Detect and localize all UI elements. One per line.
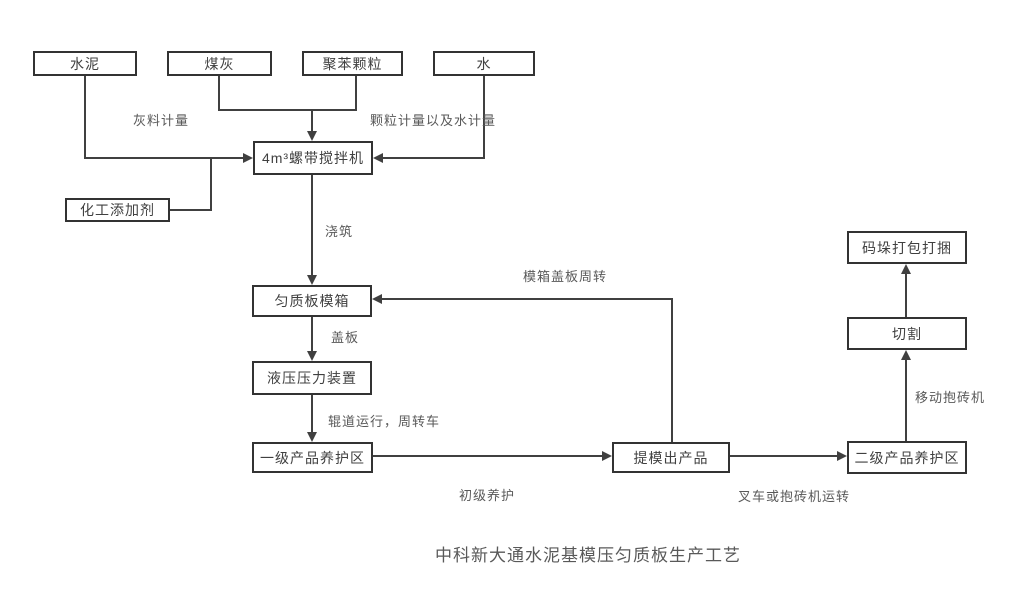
diagram-title: 中科新大通水泥基模压匀质板生产工艺: [435, 546, 741, 565]
edge-cement-right: [84, 157, 245, 159]
edge-label-forklift-transfer: 叉车或抱砖机运转: [738, 489, 851, 504]
edge-additive-right: [170, 209, 212, 211]
node-hydraulic: 液压压力装置: [252, 361, 372, 395]
edge-label-mold-cover-turnover: 模箱盖板周转: [523, 269, 608, 284]
edge-feedback-left: [381, 298, 673, 300]
node-cutting: 切割: [847, 317, 967, 350]
arrowhead-into-mold-box-top: [307, 275, 317, 285]
arrowhead-into-curing1: [307, 432, 317, 442]
edge-label-cover: 盖板: [331, 330, 360, 345]
arrowhead-into-packing: [901, 264, 911, 274]
edge-label-pouring: 浇筑: [325, 224, 354, 239]
edge-mold-box-down: [311, 317, 313, 353]
edge-label-particle-water-metering: 颗粒计量以及水计量: [370, 113, 497, 128]
edge-cutting-up: [905, 273, 907, 317]
arrowhead-into-mixer-top: [307, 131, 317, 141]
edge-label-primary-curing: 初级养护: [459, 488, 516, 503]
node-additive: 化工添加剂: [65, 198, 170, 222]
edge-merge-down: [311, 109, 313, 133]
arrowhead-into-cutting: [901, 350, 911, 360]
edge-label-roller-transfer: 辊道运行，周转车: [328, 414, 441, 429]
node-packing: 码垛打包打捆: [847, 231, 967, 264]
node-demold: 提模出产品: [612, 442, 730, 473]
arrowhead-into-mold-box-right: [372, 294, 382, 304]
node-cement: 水泥: [33, 51, 137, 76]
edge-additive-up: [210, 157, 212, 211]
edge-water-down: [483, 76, 485, 159]
edge-feedback-up: [671, 299, 673, 442]
node-coal-ash: 煤灰: [167, 51, 272, 76]
edge-coal-ash-down: [218, 76, 220, 111]
arrowhead-into-mixer-left: [243, 153, 253, 163]
arrowhead-into-demold: [602, 451, 612, 461]
arrowhead-into-hydraulic: [307, 351, 317, 361]
arrowhead-into-curing2: [837, 451, 847, 461]
edge-cement-down: [84, 76, 86, 158]
edge-demold-right: [730, 455, 839, 457]
arrowhead-into-mixer-right: [373, 153, 383, 163]
edge-curing1-right: [373, 455, 604, 457]
node-curing1: 一级产品养护区: [252, 442, 373, 473]
edge-curing2-up: [905, 359, 907, 441]
edge-mixer-down: [311, 175, 313, 277]
edge-merge-horizontal: [218, 109, 357, 111]
edge-polystyrene-down: [355, 76, 357, 111]
node-polystyrene: 聚苯颗粒: [302, 51, 403, 76]
node-curing2: 二级产品养护区: [847, 441, 967, 474]
edge-label-mobile-clamp: 移动抱砖机: [915, 390, 986, 405]
node-mixer: 4m³螺带搅拌机: [253, 141, 373, 175]
node-mold-box: 匀质板模箱: [252, 285, 372, 317]
edge-label-ash-metering: 灰料计量: [133, 113, 190, 128]
edge-water-left: [383, 157, 485, 159]
edge-hydraulic-down: [311, 395, 313, 434]
node-water: 水: [433, 51, 535, 76]
